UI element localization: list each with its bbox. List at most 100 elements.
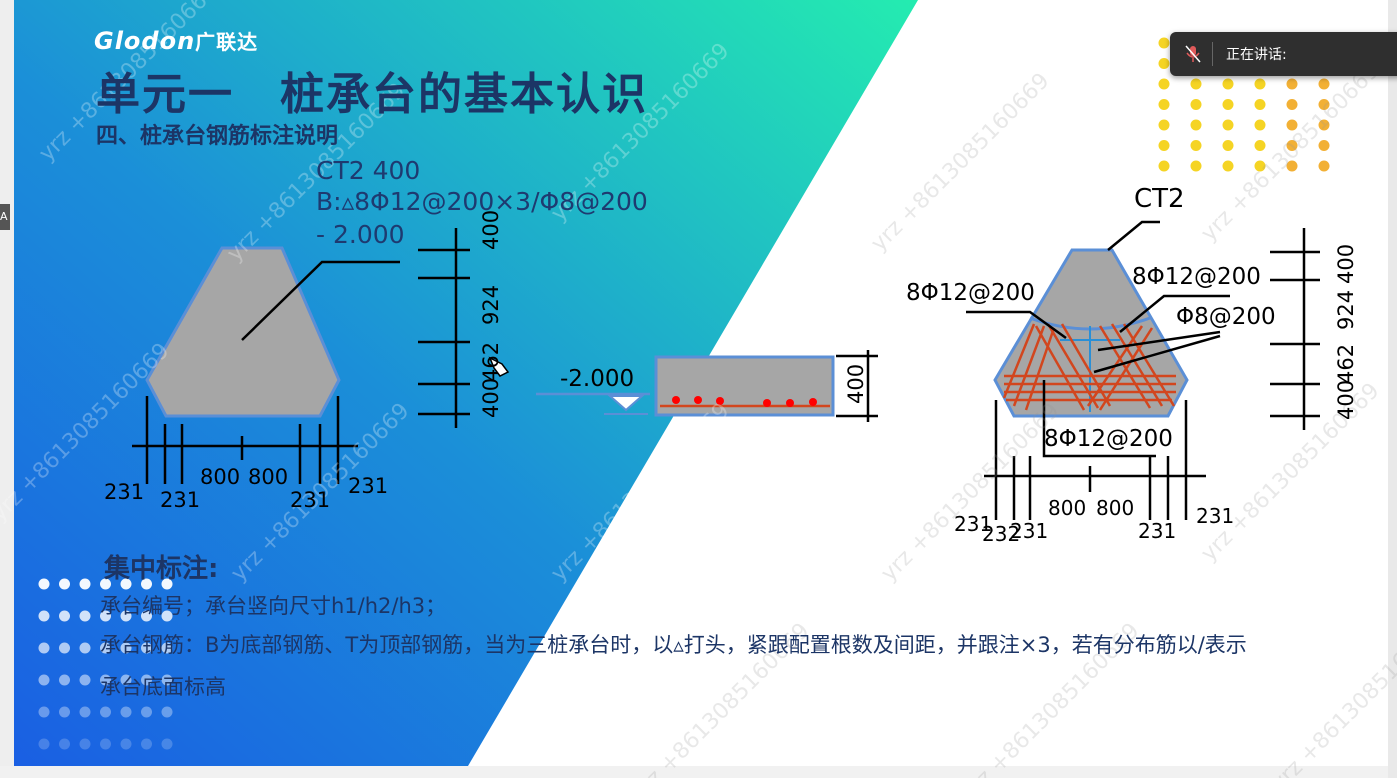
dim-400-top: 400: [1334, 243, 1358, 284]
decorative-dot: [100, 674, 111, 686]
dim-800: 800: [248, 465, 289, 489]
decorative-dot: [161, 610, 173, 622]
decorative-dot: [1158, 58, 1170, 69]
body-line-1: 承台编号；承台竖向尺寸h1/h2/h3；: [100, 594, 447, 618]
decorative-dot: [120, 642, 132, 654]
decorative-dot: [100, 578, 111, 590]
dim-924: 924: [1334, 289, 1358, 330]
slide-subtitle: 四、桩承台钢筋标注说明: [96, 124, 339, 149]
side-panel-handle[interactable]: A: [0, 204, 10, 230]
decorative-dot: [1254, 99, 1266, 110]
decorative-dot: [1286, 99, 1298, 110]
dim-462: 462: [479, 341, 503, 382]
decorative-dot: [141, 578, 152, 590]
section-height: 400: [844, 363, 868, 404]
decorative-dot: [120, 610, 132, 622]
dim-800: 800: [200, 465, 241, 489]
dim-400-bottom: 400: [1334, 379, 1358, 420]
mouse-cursor: [488, 356, 510, 377]
speaking-label: 正在讲话:: [1226, 47, 1287, 63]
dim-231: 231: [1010, 519, 1049, 543]
decorative-dot: [120, 738, 132, 750]
dim-231: 231: [290, 488, 331, 512]
left-cap-diagram: [132, 228, 470, 484]
dim-231: 231: [954, 512, 993, 536]
decorative-dot: [79, 738, 91, 750]
decorative-dot: [1286, 160, 1298, 172]
decorative-dot: [1190, 160, 1202, 172]
decorative-dot: [141, 610, 152, 622]
decorative-dot: [1190, 140, 1202, 151]
decorative-dot: [1190, 78, 1202, 90]
body-line-2: 承台钢筋：B为底部钢筋、T为顶部钢筋，当为三桩承台时，以▵打头，紧跟配置根数及间…: [100, 633, 1247, 657]
divider: [1212, 42, 1213, 66]
leader-line: [241, 260, 400, 341]
decorative-dot: [38, 610, 50, 622]
brand-name: 广联达: [195, 30, 259, 54]
decorative-dot: [38, 674, 50, 686]
decorative-dot: [120, 674, 132, 686]
decorative-dot: [79, 706, 91, 718]
dim-400-bottom: 400: [479, 377, 503, 418]
decorative-dot: [1158, 37, 1170, 49]
decorative-dot: [1222, 140, 1234, 151]
decorative-dot: [1318, 160, 1330, 172]
decorative-dot: [120, 578, 132, 590]
annotation-line-2: B:▵8Φ12@200×3/Φ8@200: [316, 187, 648, 216]
decorative-dot: [1190, 99, 1202, 110]
section-heading: 集中标注:: [104, 554, 219, 584]
decorative-dot: [1158, 160, 1170, 172]
section-diagram: [536, 350, 878, 422]
decorative-dot: [161, 642, 173, 654]
rebar-label: 8Φ12@200: [1044, 426, 1173, 452]
decorative-dot: [141, 738, 152, 750]
decorative-dot: [1286, 78, 1298, 90]
decorative-dot: [120, 706, 132, 718]
decorative-dot: [59, 578, 70, 590]
decorative-dot: [161, 706, 173, 718]
decorative-dot: [1318, 119, 1330, 131]
decorative-dot: [59, 642, 70, 654]
right-cap-diagram: [966, 220, 1320, 520]
rebar-label: 8Φ12@200: [1132, 264, 1261, 290]
pile-cap-shape: [145, 246, 341, 418]
dim-231: 231: [1196, 504, 1235, 528]
decorative-dot: [1318, 140, 1330, 151]
decorative-dot: [141, 642, 152, 654]
decorative-dot: [1254, 119, 1266, 131]
decorative-dot: [141, 706, 152, 718]
decorative-dot: [79, 610, 91, 622]
decorative-dot: [1158, 119, 1170, 131]
brand-logo: Glodon广联达: [94, 26, 258, 55]
decorative-dot: [59, 674, 70, 686]
decorative-dot: [100, 642, 111, 654]
decorative-dot: [161, 738, 173, 750]
decorative-dot: [59, 706, 70, 718]
dim-800: 800: [1048, 496, 1087, 520]
dim-231: 231: [104, 480, 145, 504]
decorative-dot: [1158, 99, 1170, 110]
decorative-dot: [1318, 78, 1330, 90]
decorative-dot: [100, 610, 111, 622]
decorative-dot: [1318, 99, 1330, 110]
annotation-line-3: - 2.000: [316, 220, 405, 249]
decorative-dot: [161, 674, 173, 686]
decorative-dot: [1222, 119, 1234, 131]
decorative-dot: [1254, 160, 1266, 172]
decorative-dot: [100, 738, 111, 750]
decorative-dot: [38, 642, 50, 654]
dim-462: 462: [1334, 343, 1358, 384]
annotation-line-1: CT2 400: [316, 156, 421, 185]
dim-400-top: 400: [479, 209, 503, 250]
decorative-dot: [38, 738, 50, 750]
decorative-dots-left: [38, 578, 173, 750]
decorative-dot: [1286, 140, 1298, 151]
decorative-dot: [100, 706, 111, 718]
decorative-dot: [1222, 78, 1234, 90]
right-cap-name: CT2: [1134, 184, 1185, 214]
decorative-dot: [1254, 78, 1266, 90]
speaking-indicator[interactable]: 正在讲话:: [1170, 32, 1397, 76]
decorative-dot: [1222, 99, 1234, 110]
